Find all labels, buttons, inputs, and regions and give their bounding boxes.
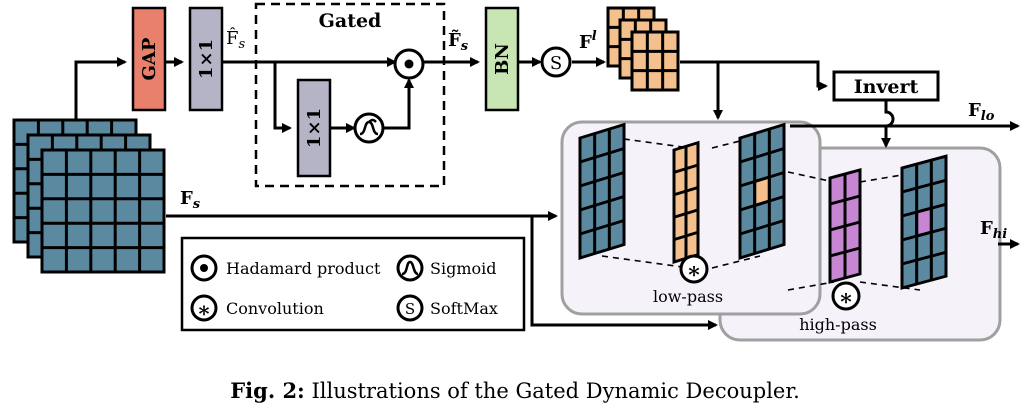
sigmoid-icon (353, 112, 385, 144)
legend-convolution-icon: ∗ (190, 294, 218, 322)
svg-text:1×1: 1×1 (196, 39, 217, 79)
high-pass-filter-illustration (787, 154, 948, 291)
fs-tilde-label: F̃s (448, 29, 469, 54)
legend: Hadamard product Sigmoid ∗ Convolution S… (180, 236, 526, 332)
high-pass-label: high-pass (799, 315, 877, 334)
svg-text:1×1: 1×1 (304, 108, 325, 148)
filter-weight-stack (606, 6, 680, 92)
svg-text:BN: BN (492, 43, 513, 75)
legend-sigmoid-icon (396, 254, 424, 282)
diagram-canvas: Gated GAP 1×1 1×1 BN Invert S F̂s F̃s Fl… (12, 2, 1020, 342)
gated-label: Gated (319, 10, 382, 32)
gap-block: GAP (131, 6, 167, 112)
conv-1x1-block: 1×1 (188, 6, 224, 112)
legend-softmax-icon: S (396, 294, 424, 322)
high-pass-kernel-grid (828, 168, 862, 284)
svg-text:∗: ∗ (197, 297, 212, 322)
high-pass-convolution-icon: ∗ (831, 281, 861, 311)
fs-grid-3 (40, 148, 166, 274)
low-pass-convolution-icon: ∗ (679, 254, 709, 284)
softmax-icon: S (540, 46, 572, 78)
input-feature-stack (12, 118, 166, 274)
conv-1x1-gated-block: 1×1 (296, 78, 332, 178)
legend-sigmoid-text: Sigmoid (430, 259, 496, 278)
legend-softmax-text: SoftMax (430, 299, 498, 318)
low-pass-output-grid (738, 122, 786, 260)
figure-caption: Fig. 2: Illustrations of the Gated Dynam… (230, 378, 800, 403)
fl-grid-3 (630, 30, 680, 92)
svg-text:∗: ∗ (838, 285, 853, 311)
invert-block: Invert (832, 70, 940, 102)
low-pass-kernel-grid-cells (672, 140, 700, 264)
high-pass-output-grid (900, 154, 948, 290)
fhi-label: Fhi (980, 218, 1007, 242)
high-pass-kernel-grid-cells (828, 168, 862, 284)
svg-text:Invert: Invert (854, 76, 919, 98)
low-pass-kernel-grid (672, 140, 700, 264)
high-pass-output-grid-cells (900, 154, 948, 290)
low-pass-input-grid (578, 122, 626, 260)
flo-label: Flo (968, 100, 995, 124)
svg-text:S: S (405, 300, 415, 318)
legend-hadamard-text: Hadamard product (226, 259, 381, 278)
low-pass-filter-illustration (578, 122, 786, 269)
hadamard-product-icon (393, 48, 425, 80)
low-pass-output-grid-cells (738, 122, 786, 260)
fs-hat-label: F̂s (226, 27, 246, 52)
bn-block: BN (484, 6, 520, 112)
low-pass-input-grid-cells (578, 122, 626, 260)
gated-region (254, 2, 446, 188)
low-pass-label: low-pass (653, 287, 723, 306)
fl-label: Fl (579, 29, 597, 53)
connectors (74, 57, 1020, 330)
svg-text:S: S (550, 53, 562, 74)
legend-convolution-text: Convolution (226, 299, 324, 318)
legend-hadamard-icon (190, 254, 218, 282)
svg-text:GAP: GAP (139, 37, 160, 80)
svg-text:∗: ∗ (686, 258, 701, 284)
fs-label: Fs (180, 188, 201, 212)
